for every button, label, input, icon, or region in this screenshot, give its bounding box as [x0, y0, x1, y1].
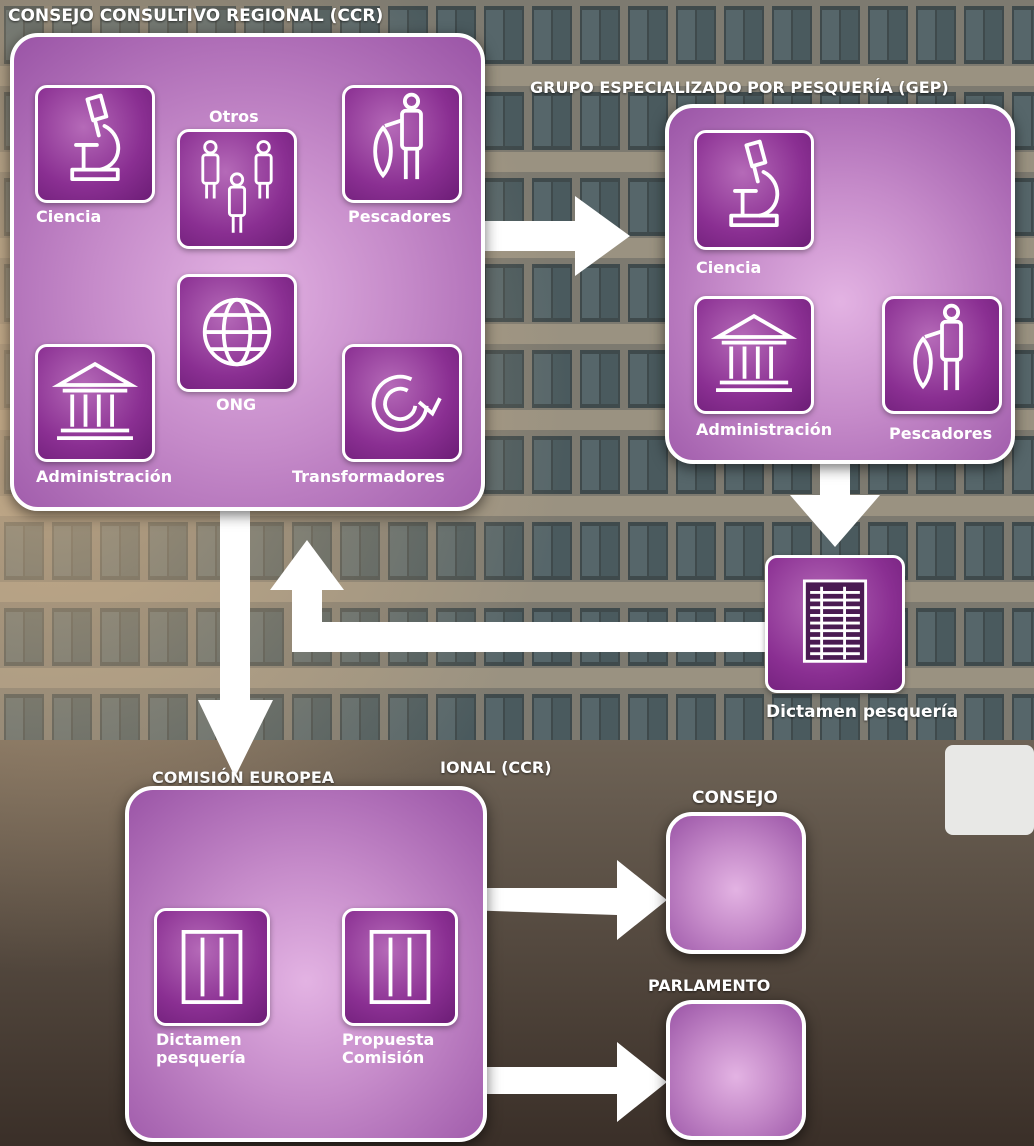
ce-label-propuesta-2: Comisión — [342, 1048, 425, 1067]
gep-label-administracion: Administración — [696, 420, 833, 439]
arrow-ce-to-consejo — [462, 860, 667, 940]
ccr-tile-administracion — [35, 344, 155, 462]
microscope-icon — [70, 93, 121, 182]
ccr-label-ciencia: Ciencia — [36, 207, 102, 226]
ce-tile-propuesta — [342, 908, 458, 1026]
consejo-title: CONSEJO — [692, 788, 778, 808]
government-building-icon — [51, 361, 139, 441]
ccr-tile-ong — [177, 274, 297, 392]
parlamento-title: PARLAMENTO — [648, 976, 771, 995]
fisherman-icon — [373, 92, 423, 180]
dictamen-tile — [765, 555, 905, 693]
document-icon — [802, 579, 868, 663]
gep-panel: Ciencia Administración Pescadores — [665, 104, 1015, 464]
ccr-label-otros: Otros — [209, 107, 259, 126]
ccr-tile-ciencia — [35, 85, 155, 203]
ce-label-propuesta-1: Propuesta — [342, 1030, 435, 1049]
recycle-arrow-icon — [371, 374, 442, 432]
ce-overlap-text: IONAL (CCR) — [440, 758, 552, 777]
arrow-dictamen-to-ccr — [270, 540, 770, 652]
fisherman-icon — [913, 303, 963, 391]
ce-tile-dictamen — [154, 908, 270, 1026]
document-icon — [369, 930, 431, 1004]
ccr-label-pescadores: Pescadores — [348, 207, 452, 226]
gep-tile-ciencia — [694, 130, 814, 250]
ccr-panel: Ciencia Otros Pescadores ONG Administrac… — [10, 33, 485, 511]
arrow-ce-to-parlamento — [462, 1042, 667, 1122]
ccr-label-ong: ONG — [216, 395, 257, 414]
ce-label-dictamen-2: pesquería — [156, 1048, 246, 1067]
ccr-tile-otros — [177, 129, 297, 249]
ce-title: COMISIÓN EUROPEA — [152, 768, 335, 787]
gep-tile-administracion — [694, 296, 814, 414]
parlamento-panel — [666, 1000, 806, 1140]
ccr-tile-pescadores — [342, 85, 462, 203]
people-icon — [201, 140, 273, 233]
ccr-tile-transformadores — [342, 344, 462, 462]
ce-panel: Dictamen pesquería Propuesta Comisión — [125, 786, 487, 1142]
document-icon — [181, 930, 243, 1004]
ccr-label-administracion: Administración — [36, 467, 173, 486]
arrow-ccr-to-gep — [480, 196, 630, 276]
arrow-gep-to-dictamen — [790, 455, 880, 547]
ce-label-dictamen-1: Dictamen — [156, 1030, 242, 1049]
consejo-panel — [666, 812, 806, 954]
ccr-title: CONSEJO CONSULTIVO REGIONAL (CCR) — [8, 6, 384, 26]
microscope-icon — [729, 139, 780, 228]
gep-label-ciencia: Ciencia — [696, 258, 762, 277]
gep-title: GRUPO ESPECIALIZADO POR PESQUERÍA (GEP) — [530, 78, 949, 97]
globe-icon — [202, 297, 272, 367]
gep-label-pescadores: Pescadores — [889, 424, 993, 443]
arrow-ccr-to-ce — [198, 505, 273, 777]
ccr-label-transformadores: Transformadores — [292, 467, 445, 486]
government-building-icon — [710, 313, 798, 393]
gep-tile-pescadores — [882, 296, 1002, 414]
dictamen-label: Dictamen pesquería — [766, 702, 959, 722]
